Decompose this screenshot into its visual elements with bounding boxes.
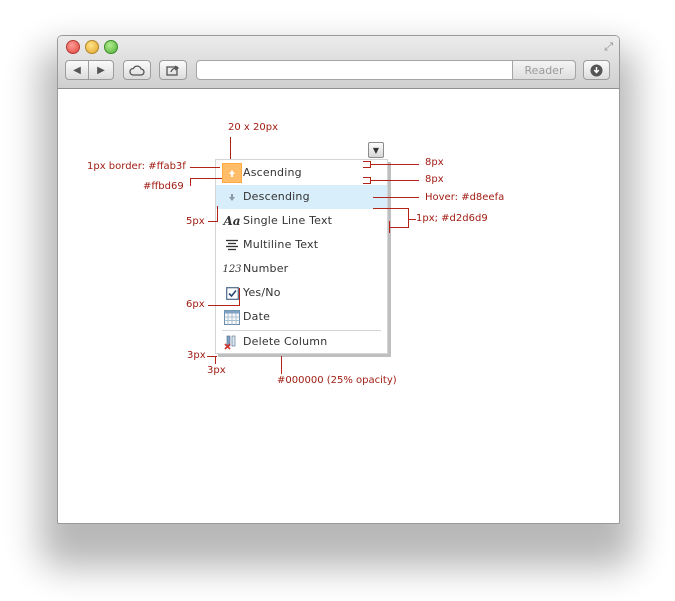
download-icon bbox=[590, 64, 603, 76]
menu-item-delete-column[interactable]: Delete Column bbox=[216, 330, 387, 354]
checkbox-icon bbox=[222, 283, 242, 303]
menu-item-yes-no[interactable]: Yes/No bbox=[216, 281, 387, 305]
menu-item-label: Delete Column bbox=[243, 335, 328, 348]
annotation-hover: Hover: #d8eefa bbox=[425, 192, 505, 203]
annotation-fill: #ffbd69 bbox=[143, 181, 184, 192]
icloud-tabs-button[interactable] bbox=[123, 60, 151, 80]
reader-button[interactable]: Reader bbox=[512, 60, 576, 80]
back-arrow-icon: ◀ bbox=[73, 64, 81, 76]
annotation-row-8a: 8px bbox=[425, 157, 444, 168]
zoom-window-button[interactable] bbox=[104, 40, 118, 54]
share-icon bbox=[166, 65, 180, 76]
annotation-row-8b: 8px bbox=[425, 174, 444, 185]
annotation-line bbox=[190, 178, 191, 186]
delete-column-icon bbox=[222, 332, 242, 352]
browser-toolbar: ⤢ ◀ ▶ Reader bbox=[58, 36, 619, 89]
annotation-line bbox=[370, 161, 371, 167]
close-window-button[interactable] bbox=[66, 40, 80, 54]
menu-item-label: Descending bbox=[243, 190, 310, 203]
fullscreen-icon[interactable]: ⤢ bbox=[604, 40, 613, 53]
annotation-line bbox=[281, 356, 282, 374]
minimize-window-button[interactable] bbox=[85, 40, 99, 54]
menu-item-multiline-text[interactable]: Multiline Text bbox=[216, 233, 387, 257]
annotation-padding-3a: 3px bbox=[187, 350, 206, 361]
text-aa-icon: Aa bbox=[223, 214, 241, 228]
menu-item-number[interactable]: 123 Number bbox=[216, 257, 387, 281]
annotation-shadow: #000000 (25% opacity) bbox=[277, 375, 397, 386]
annotation-line bbox=[371, 164, 419, 165]
menu-item-single-line-text[interactable]: Aa Single Line Text bbox=[216, 209, 387, 233]
forward-button[interactable]: ▶ bbox=[89, 60, 114, 80]
annotation-line bbox=[363, 177, 371, 178]
annotation-line bbox=[217, 206, 218, 221]
annotation-border: 1px border: #ffab3f bbox=[87, 161, 186, 172]
annotation-line bbox=[408, 208, 409, 227]
share-button[interactable] bbox=[159, 60, 187, 80]
annotation-padding-6: 6px bbox=[186, 299, 205, 310]
multiline-icon bbox=[222, 235, 242, 255]
annotation-line bbox=[371, 180, 419, 181]
annotation-line bbox=[239, 288, 240, 305]
arrow-up-icon bbox=[222, 163, 242, 183]
menu-item-label: Yes/No bbox=[243, 286, 281, 299]
reader-label: Reader bbox=[524, 63, 564, 77]
menu-item-descending[interactable]: Descending bbox=[216, 185, 387, 209]
annotation-icon-size: 20 x 20px bbox=[228, 122, 278, 133]
annotation-line bbox=[373, 197, 419, 198]
menu-item-label: Date bbox=[243, 310, 271, 323]
back-button[interactable]: ◀ bbox=[65, 60, 89, 80]
annotation-line bbox=[389, 227, 409, 228]
menu-item-label: Number bbox=[243, 262, 289, 275]
annotation-separator: 1px; #d2d6d9 bbox=[416, 213, 488, 224]
arrow-down-icon bbox=[222, 187, 242, 207]
annotation-line bbox=[215, 356, 216, 364]
annotation-padding-3b: 3px bbox=[207, 365, 226, 376]
menu-item-label: Ascending bbox=[243, 166, 302, 179]
forward-arrow-icon: ▶ bbox=[97, 64, 105, 76]
annotation-padding-5: 5px bbox=[186, 216, 205, 227]
chevron-down-icon: ▼ bbox=[372, 145, 380, 155]
annotation-line bbox=[363, 167, 371, 168]
calendar-icon bbox=[222, 307, 242, 327]
annotation-line bbox=[389, 221, 390, 233]
annotation-line bbox=[230, 137, 231, 159]
annotation-line bbox=[190, 167, 220, 168]
menu-item-ascending[interactable]: Ascending bbox=[216, 161, 387, 185]
annotation-line bbox=[408, 219, 416, 220]
annotation-line bbox=[363, 183, 371, 184]
annotation-line bbox=[370, 177, 371, 183]
annotation-line bbox=[208, 221, 218, 222]
annotation-line bbox=[373, 208, 409, 209]
annotation-line bbox=[190, 178, 222, 179]
address-bar[interactable]: Reader bbox=[196, 60, 576, 80]
annotation-line bbox=[207, 356, 217, 357]
annotation-line bbox=[208, 305, 240, 306]
number-icon: 123 bbox=[222, 263, 242, 275]
column-options-menu: Ascending Descending Aa Single Line Text… bbox=[215, 159, 388, 354]
annotation-line bbox=[363, 161, 371, 162]
menu-item-label: Single Line Text bbox=[243, 214, 333, 227]
column-dropdown-button[interactable]: ▼ bbox=[368, 142, 384, 158]
menu-item-label: Multiline Text bbox=[243, 238, 319, 251]
menu-item-date[interactable]: Date bbox=[216, 305, 387, 329]
menu-separator bbox=[222, 330, 381, 331]
cloud-icon bbox=[129, 64, 145, 76]
downloads-button[interactable] bbox=[583, 60, 610, 80]
